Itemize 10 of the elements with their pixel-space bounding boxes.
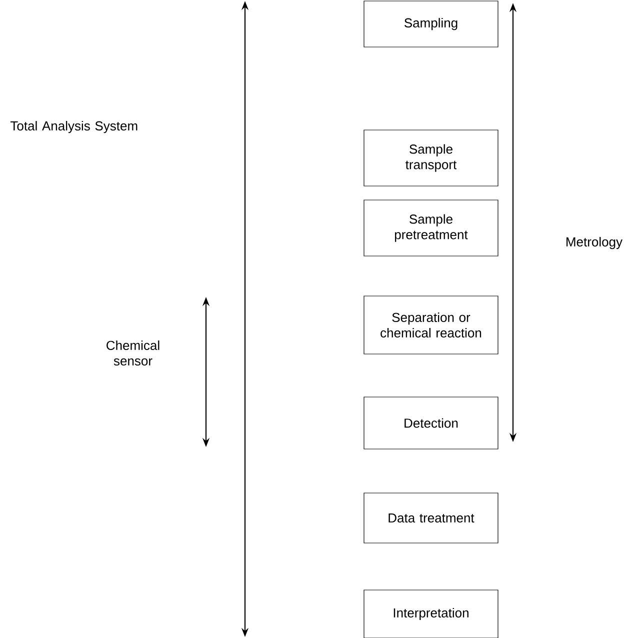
process-box: Data treatment [364, 492, 498, 544]
process-box: Interpretation [364, 590, 498, 638]
process-box: Sample transport [364, 130, 498, 186]
process-box: Separation or chemical reaction [364, 296, 498, 354]
range-label: Total Analysis System [10, 120, 138, 134]
process-box: Sample pretreatment [364, 200, 498, 256]
range-label: Metrology [566, 236, 622, 250]
process-box: Sampling [364, 0, 498, 48]
process-box: Detection [364, 396, 498, 450]
range-label: Chemical sensor [106, 340, 160, 366]
